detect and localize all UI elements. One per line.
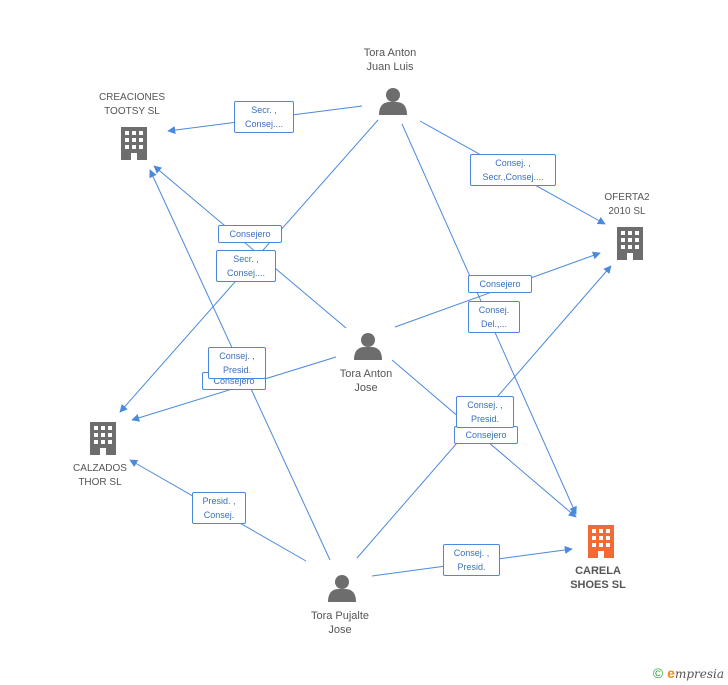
copyright-icon: © — [652, 665, 664, 681]
node-label-creaciones-tootsy[interactable]: CREACIONES TOOTSY SL — [98, 92, 166, 117]
edge-label[interactable]: Secr. , Consej.... — [216, 250, 276, 282]
person-icon — [379, 88, 407, 115]
node-label-oferta2[interactable]: OFERTA2 2010 SL — [604, 192, 650, 217]
node-label-calzados-thor[interactable]: CALZADOS THOR SL — [73, 463, 127, 488]
person-icon — [354, 333, 382, 360]
edge-label[interactable]: Presid. , Consej. — [192, 492, 246, 524]
edge-label[interactable]: Consej. , Secr.,Consej.... — [470, 154, 556, 186]
building-icon-focus — [588, 525, 614, 558]
brand-logo-text: mpresia — [674, 667, 724, 681]
edge-label[interactable]: Consej. , Presid. — [208, 347, 266, 379]
edge-label[interactable]: Consej. , Presid. — [456, 396, 514, 428]
edge-label[interactable]: Consejero — [218, 225, 282, 243]
brand-logo-e: e — [667, 665, 675, 681]
edge-label[interactable]: Consej. , Presid. — [443, 544, 500, 576]
edge-label[interactable]: Consejero — [468, 275, 532, 293]
building-icon — [617, 227, 643, 260]
footer-brand: ©empresia — [653, 665, 724, 681]
node-label-tora-anton-jose[interactable]: Tora Anton Jose — [339, 368, 393, 394]
edge-label[interactable]: Secr. , Consej.... — [234, 101, 294, 133]
building-icon — [121, 127, 147, 160]
edge-label[interactable]: Consej. Del.,... — [468, 301, 520, 333]
edge-line — [153, 165, 347, 329]
node-label-tora-pujalte-jose[interactable]: Tora Pujalte Jose — [310, 610, 370, 636]
person-icon — [328, 575, 356, 602]
edge-label[interactable]: Consejero — [454, 426, 518, 444]
node-label-tora-anton-juan-luis[interactable]: Tora Anton Juan Luis — [363, 47, 417, 73]
building-icon — [90, 422, 116, 455]
node-label-carela-shoes[interactable]: CARELA SHOES SL — [570, 565, 626, 591]
